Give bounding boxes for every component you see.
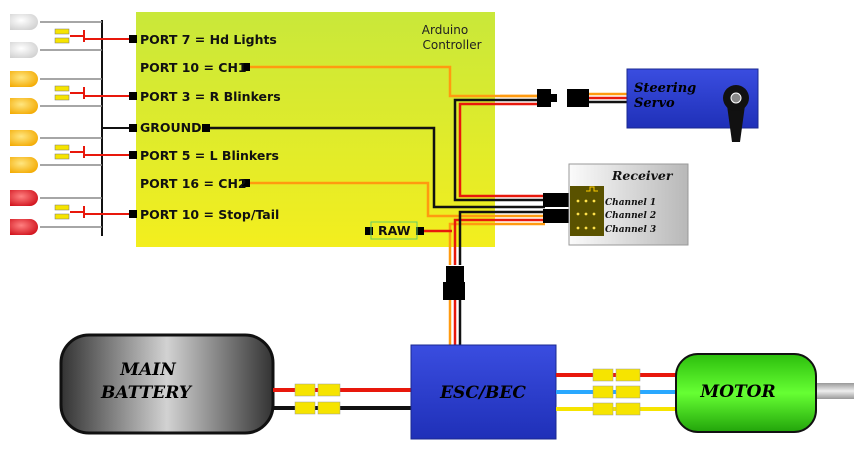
main-battery — [59, 333, 275, 435]
receiver-channel-1: Channel 1 — [605, 198, 656, 208]
led-group-stop-tail — [10, 190, 136, 235]
esc-bec — [410, 344, 557, 440]
port-label-ground: GROUND — [140, 120, 202, 135]
esc-label: ESC/BEC — [439, 383, 526, 403]
receiver-plug-ch2 — [543, 209, 571, 223]
receiver-title: Receiver — [611, 168, 674, 183]
battery-label-1: MAIN — [119, 360, 177, 380]
servo-plug-male — [537, 89, 551, 107]
receiver-channel-2: Channel 2 — [605, 211, 656, 221]
port-label-ch2: PORT 16 = CH2 — [140, 176, 247, 191]
port-label-right-blinkers: PORT 3 = R Blinkers — [140, 89, 281, 104]
motor-label: MOTOR — [699, 382, 775, 402]
raw-label: RAW — [378, 223, 411, 238]
receiver-plug-ch1 — [543, 193, 571, 207]
esc-plug-top — [446, 266, 464, 282]
arduino-wiring — [210, 65, 630, 345]
receiver-pins — [576, 199, 596, 230]
esc-plug-bottom — [443, 282, 465, 300]
servo-horn-icon — [723, 85, 749, 142]
battery-esc-wires — [273, 383, 411, 415]
led-group-headlights — [10, 14, 136, 58]
motor-shaft — [814, 383, 854, 399]
led-group-right-blinkers — [10, 71, 136, 114]
servo-plug-latch — [551, 94, 557, 102]
steering-servo-label-1: Steering — [634, 81, 696, 96]
port-pins — [129, 35, 424, 235]
receiver-channel-3: Channel 3 — [605, 225, 656, 235]
raw-box — [370, 221, 418, 240]
battery-label-2: BATTERY — [100, 383, 193, 403]
arduino-subtitle: Controller — [422, 38, 481, 52]
port-label-ch1: PORT 10 = CH1 — [140, 60, 247, 75]
arduino-title: Arduino — [422, 23, 468, 37]
port-label-left-blinkers: PORT 5 = L Blinkers — [140, 148, 279, 163]
led-group-left-blinkers — [10, 130, 136, 173]
esc-motor-wires — [556, 368, 680, 416]
port-label-stop-tail: PORT 10 = Stop/Tail — [140, 207, 279, 222]
steering-servo-label-2: Servo — [634, 96, 675, 111]
servo-plug-female — [567, 89, 589, 107]
signal-wave-icon — [586, 186, 598, 192]
motor — [675, 353, 817, 433]
port-label-headlights: PORT 7 = Hd Lights — [140, 32, 277, 47]
